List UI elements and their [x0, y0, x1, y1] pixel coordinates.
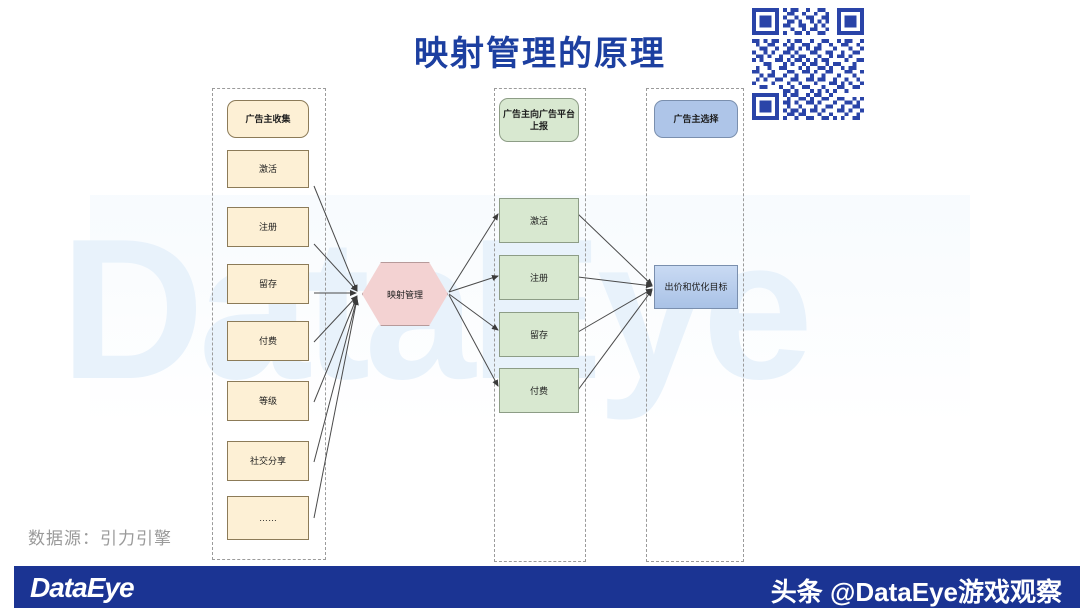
left-item-3[interactable]: 付费: [227, 321, 309, 361]
right-item-0[interactable]: 出价和优化目标: [654, 265, 738, 309]
lane-advertiser-select: [646, 88, 744, 562]
middle-item-1[interactable]: 注册: [499, 255, 579, 300]
middle-item-2[interactable]: 留存: [499, 312, 579, 357]
footer-left-gap: [0, 566, 14, 608]
left-lane-header[interactable]: 广告主收集: [227, 100, 309, 138]
middle-lane-header[interactable]: 广告主向广告平台上报: [499, 98, 579, 142]
page-title: 映射管理的原理: [414, 35, 666, 73]
left-item-0[interactable]: 激活: [227, 150, 309, 188]
social-handle: 头条 @DataEye游戏观察: [770, 577, 1062, 607]
brand-logo: DataEye: [30, 572, 135, 603]
left-item-6[interactable]: ……: [227, 496, 309, 540]
left-item-5[interactable]: 社交分享: [227, 441, 309, 481]
right-lane-header[interactable]: 广告主选择: [654, 100, 738, 138]
middle-item-3[interactable]: 付费: [499, 368, 579, 413]
source-note: 数据源：引力引擎: [28, 529, 172, 548]
hub-label: 映射管理: [386, 289, 423, 300]
mapping-management-hub[interactable]: 映射管理: [362, 262, 448, 326]
left-item-1[interactable]: 注册: [227, 207, 309, 247]
footer-bar: [0, 566, 1080, 608]
qr-code-icon: [752, 8, 864, 120]
middle-item-0[interactable]: 激活: [499, 198, 579, 243]
left-item-2[interactable]: 留存: [227, 264, 309, 304]
left-item-4[interactable]: 等级: [227, 381, 309, 421]
